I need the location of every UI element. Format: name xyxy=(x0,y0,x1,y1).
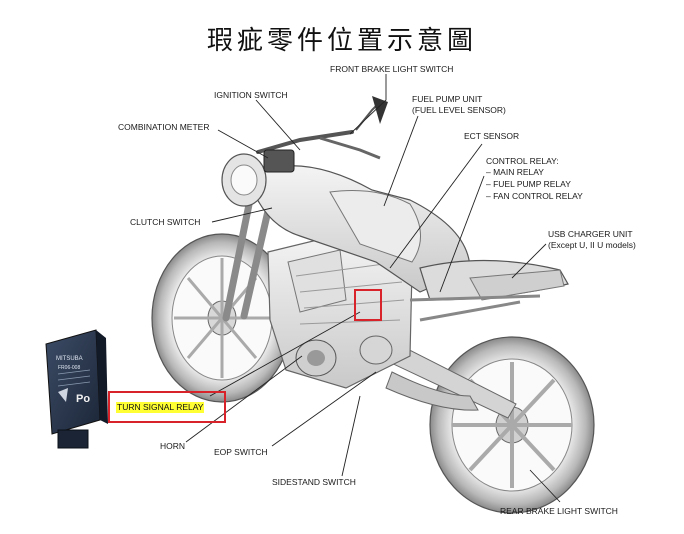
frame-body xyxy=(247,165,569,322)
label-combination-meter: COMBINATION METER xyxy=(118,122,210,132)
relay-highlight-box xyxy=(354,289,382,321)
label-horn: HORN xyxy=(160,441,186,451)
engine xyxy=(267,231,413,389)
relay-part: FR06-008 xyxy=(58,365,80,371)
turn-signal-relay-photo: MITSUBA FR06-008 Po xyxy=(45,329,108,449)
diagram-title: 瑕疵零件位置示意圖 xyxy=(206,26,477,56)
label-rear-brake-light-switch: REAR BRAKE LIGHT SWITCH xyxy=(500,506,618,516)
headlight-handlebar xyxy=(221,96,388,207)
label-main-relay: – MAIN RELAY xyxy=(486,167,544,177)
turn-signal-highlight-box xyxy=(108,391,226,423)
label-front-brake-light-switch: FRONT BRAKE LIGHT SWITCH xyxy=(330,64,454,74)
label-fuel-level-sensor: (FUEL LEVEL SENSOR) xyxy=(412,105,506,115)
label-fuel-pump-relay: – FUEL PUMP RELAY xyxy=(486,179,571,189)
label-eop-switch: EOP SWITCH xyxy=(214,447,268,457)
label-turn-signal-relay: TURN SIGNAL RELAY xyxy=(116,402,205,413)
label-fan-control-relay: – FAN CONTROL RELAY xyxy=(486,191,583,201)
label-ignition-switch: IGNITION SWITCH xyxy=(214,90,288,100)
rear-wheel xyxy=(429,336,595,514)
relay-marking: Po xyxy=(76,393,90,405)
label-fuel-pump-unit: FUEL PUMP UNIT xyxy=(412,94,483,104)
label-clutch-switch: CLUTCH SWITCH xyxy=(130,217,201,227)
leader-lines xyxy=(185,74,561,503)
label-sidestand-switch: SIDESTAND SWITCH xyxy=(272,477,356,487)
relay-brand: MITSUBA xyxy=(56,356,83,362)
label-ect-sensor: ECT SENSOR xyxy=(464,131,520,141)
exhaust xyxy=(385,371,479,411)
label-usb-charger-unit: USB CHARGER UNIT xyxy=(548,229,633,239)
label-control-relay: CONTROL RELAY: xyxy=(486,156,559,166)
label-usb-charger-note: (Except U, II U models) xyxy=(548,240,636,250)
